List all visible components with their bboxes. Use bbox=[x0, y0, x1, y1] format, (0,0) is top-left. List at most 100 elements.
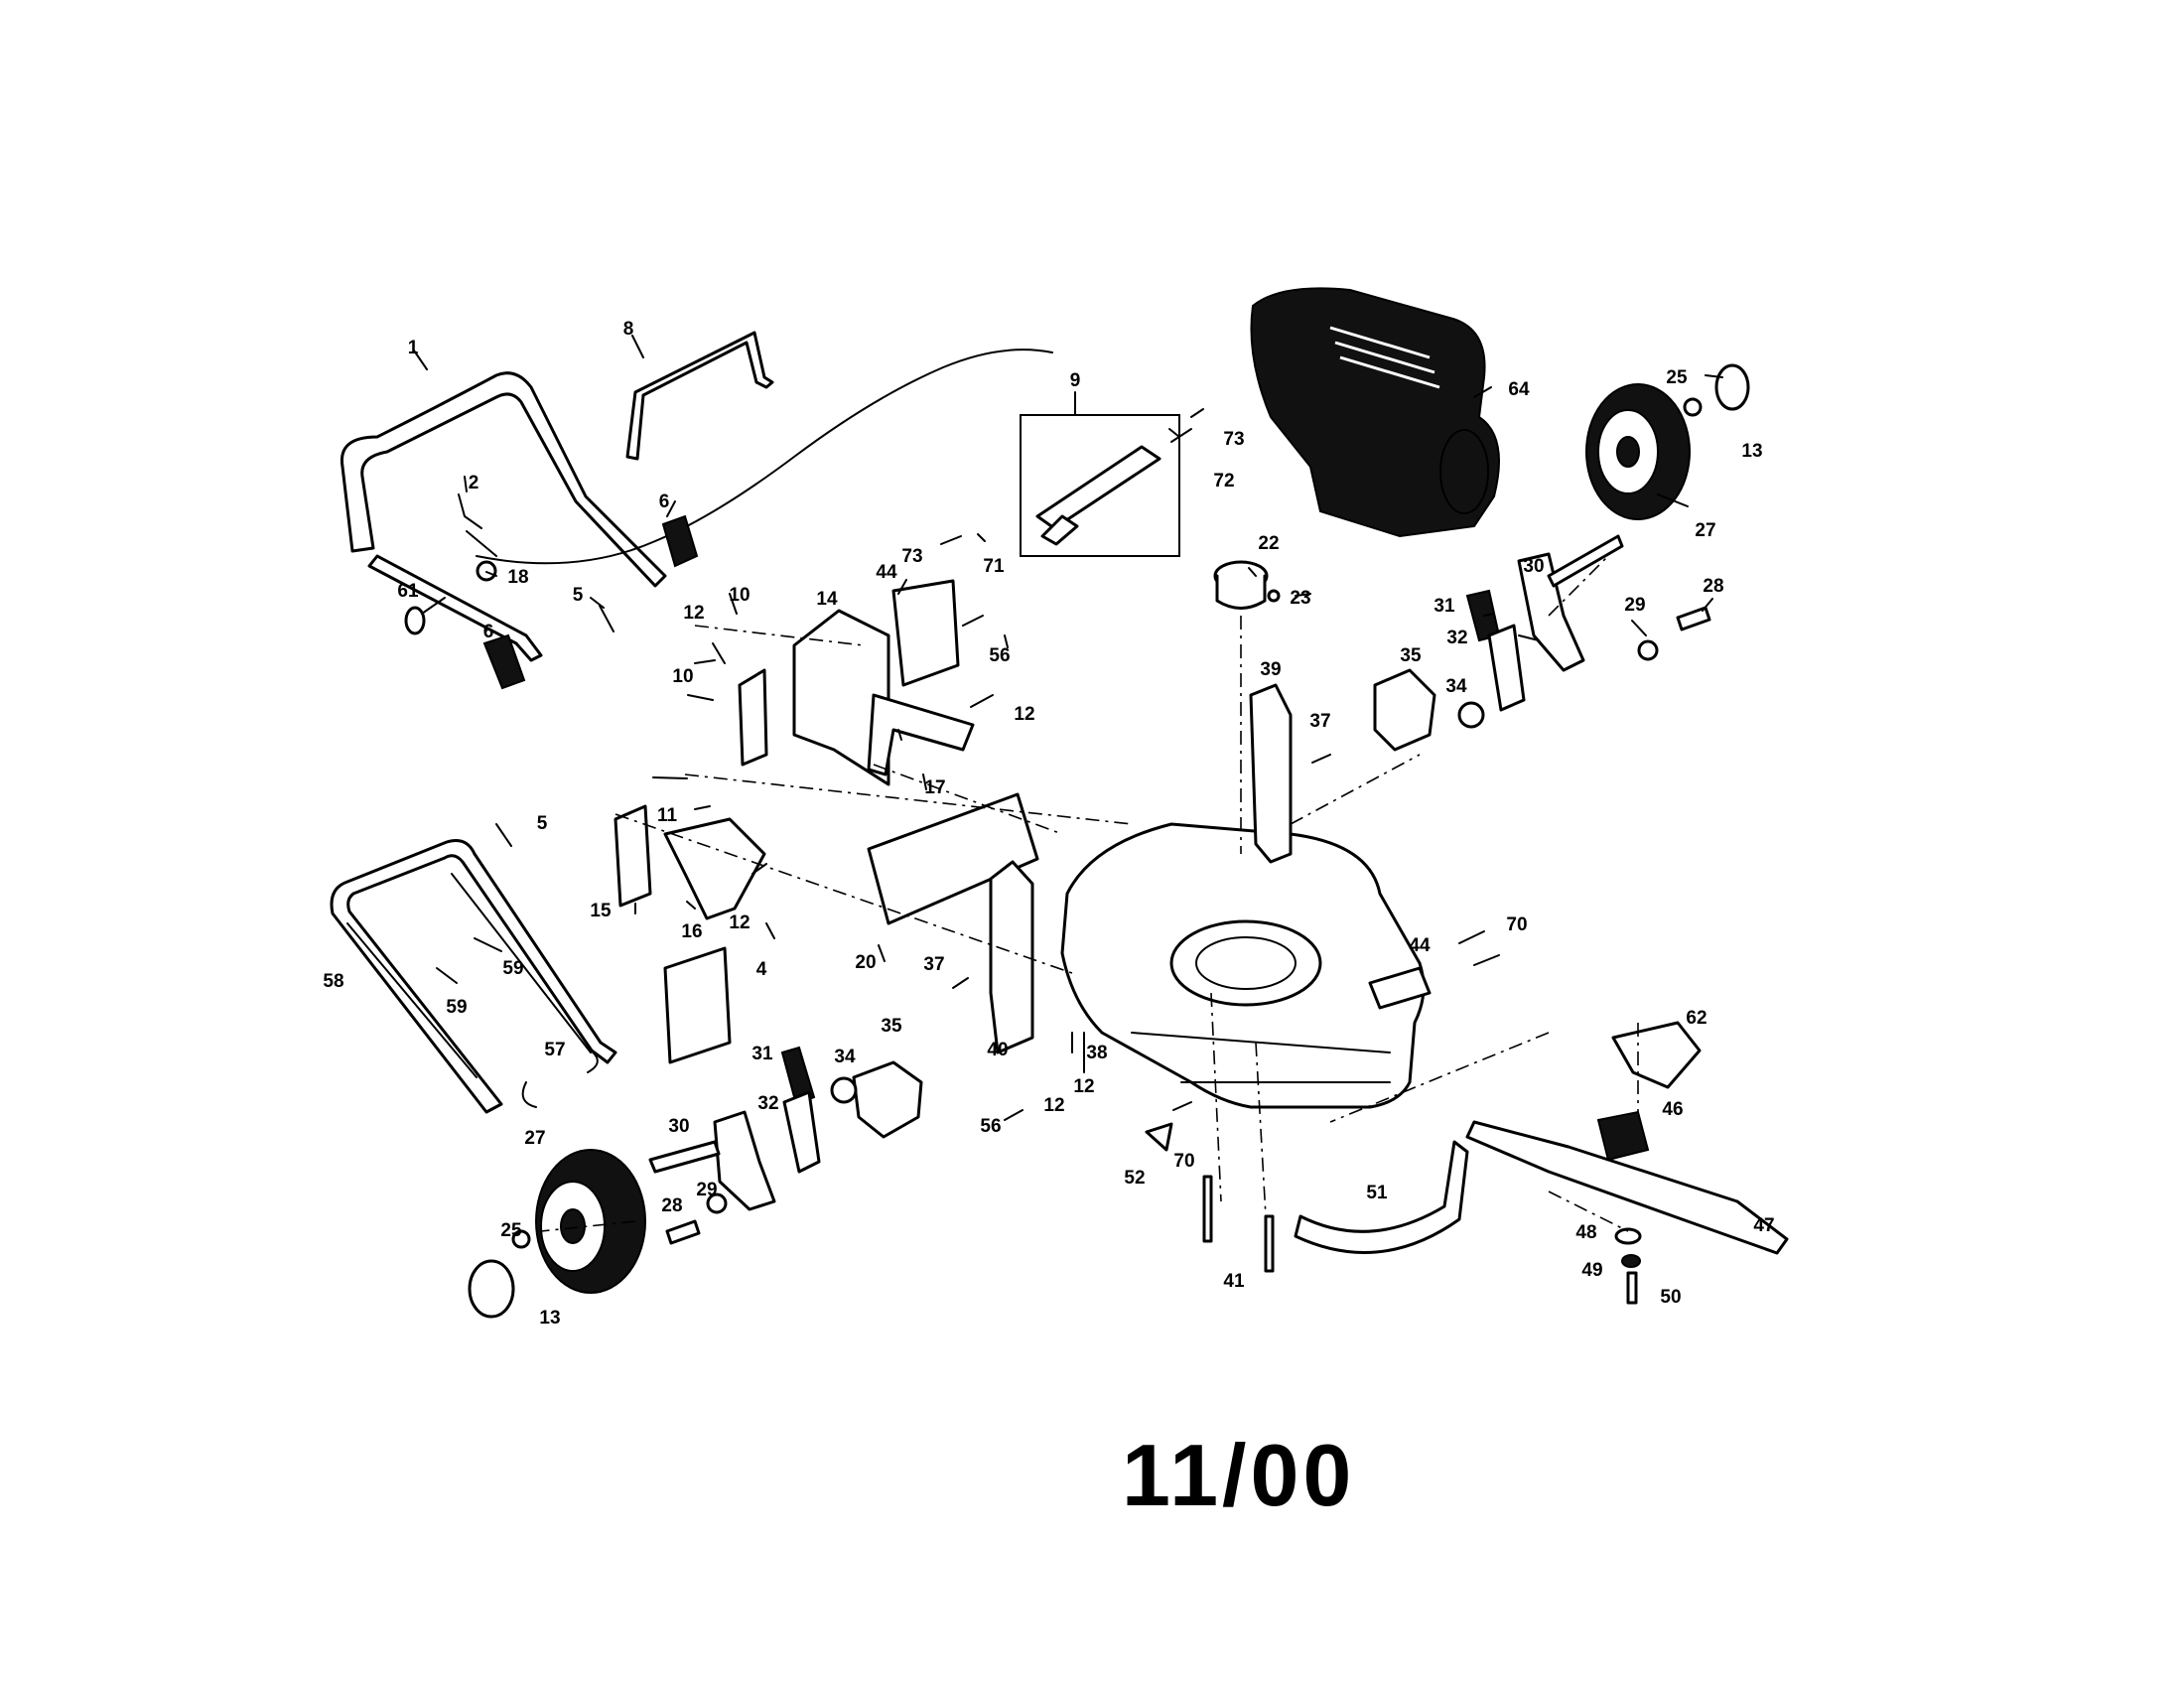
handle-knob-lower bbox=[482, 633, 526, 690]
bolt-23 bbox=[1267, 589, 1281, 603]
callout-47: 47 bbox=[1753, 1215, 1774, 1236]
callout-40: 40 bbox=[987, 1040, 1008, 1060]
callout-46: 46 bbox=[1662, 1099, 1683, 1120]
wheel-bracket-40 bbox=[989, 860, 1034, 1054]
screw-73-lower bbox=[940, 535, 962, 545]
axle-bracket-30-front bbox=[713, 1110, 776, 1211]
bolt-28-rear bbox=[1676, 606, 1711, 632]
bolt-28-front bbox=[665, 1219, 701, 1245]
washer-29-front bbox=[706, 1193, 728, 1214]
chute-4 bbox=[663, 946, 732, 1064]
bolt-37-a bbox=[952, 977, 969, 989]
callout-56-upper: 56 bbox=[989, 645, 1010, 666]
lower-handle bbox=[330, 839, 617, 1114]
callout-25-front: 25 bbox=[500, 1220, 522, 1241]
leader-lines bbox=[413, 335, 1723, 962]
callout-52: 52 bbox=[1124, 1168, 1145, 1189]
callout-12-a: 12 bbox=[683, 603, 704, 624]
eye-bolt bbox=[404, 597, 446, 635]
callout-30-front: 30 bbox=[668, 1116, 689, 1137]
callout-64: 64 bbox=[1508, 379, 1530, 400]
mower-deck bbox=[1060, 822, 1432, 1109]
bolt-56-b bbox=[962, 615, 984, 627]
gasket-52 bbox=[1145, 1122, 1173, 1152]
bolt-37-b bbox=[1311, 754, 1331, 764]
starter-rope-guide-box bbox=[1020, 414, 1192, 557]
adjuster-gear-35-rear bbox=[1373, 668, 1436, 752]
callout-15: 15 bbox=[590, 901, 612, 921]
callout-35-front: 35 bbox=[881, 1016, 902, 1037]
callout-10-upper: 10 bbox=[729, 585, 750, 606]
handle-bracket-15 bbox=[614, 804, 652, 908]
callout-16: 16 bbox=[681, 921, 702, 942]
callout-14: 14 bbox=[816, 589, 838, 610]
callout-70-lower: 70 bbox=[1173, 1151, 1194, 1172]
washer-29-rear bbox=[1637, 639, 1659, 661]
washer-25-rear bbox=[1683, 397, 1703, 417]
washer-25-front bbox=[511, 1229, 531, 1249]
callout-13-rear: 13 bbox=[1741, 441, 1762, 462]
callout-51: 51 bbox=[1366, 1183, 1388, 1203]
callout-12-c: 12 bbox=[729, 912, 750, 933]
upper-handle bbox=[340, 371, 667, 662]
rear-skirt-51 bbox=[1294, 1140, 1469, 1254]
axle-shaft-front bbox=[648, 1140, 721, 1174]
callout-49: 49 bbox=[1581, 1260, 1602, 1281]
callout-62: 62 bbox=[1686, 1008, 1706, 1029]
bolt-12-a bbox=[712, 642, 726, 664]
washer-48 bbox=[1614, 1227, 1642, 1245]
callout-44-upper: 44 bbox=[876, 562, 897, 583]
callout-39: 39 bbox=[1260, 659, 1281, 680]
callout-5-lower: 5 bbox=[537, 813, 548, 834]
adjuster-gear-35-front bbox=[852, 1060, 923, 1139]
axle-shaft-rear bbox=[1547, 534, 1624, 588]
callout-27-rear: 27 bbox=[1695, 520, 1715, 541]
bolt-56-a bbox=[1004, 1109, 1024, 1121]
cable-tie bbox=[476, 560, 497, 582]
deflector-17 bbox=[867, 693, 975, 776]
callout-61: 61 bbox=[397, 581, 419, 602]
throttle-cable bbox=[476, 349, 1053, 565]
callout-59-right: 59 bbox=[502, 958, 523, 979]
callout-48: 48 bbox=[1575, 1222, 1596, 1243]
callout-23: 23 bbox=[1290, 588, 1310, 609]
adjuster-plate-32-rear bbox=[1487, 624, 1526, 712]
bolt-70-b bbox=[1458, 930, 1485, 944]
callout-56-lower: 56 bbox=[980, 1116, 1001, 1137]
callout-71: 71 bbox=[983, 556, 1005, 577]
callout-72: 72 bbox=[1213, 471, 1234, 491]
callout-17: 17 bbox=[924, 777, 945, 798]
callout-2: 2 bbox=[469, 473, 479, 493]
callout-28-front: 28 bbox=[661, 1195, 682, 1216]
washer-49 bbox=[1621, 1254, 1641, 1268]
callout-9: 9 bbox=[1070, 370, 1081, 391]
spring-71 bbox=[977, 533, 986, 542]
callout-58: 58 bbox=[323, 971, 343, 992]
adjuster-lever-front bbox=[780, 1046, 816, 1106]
callout-30-rear: 30 bbox=[1523, 556, 1544, 577]
handle-bracket-14 bbox=[792, 609, 890, 786]
callout-29-rear: 29 bbox=[1624, 595, 1645, 616]
bushing-34-front bbox=[830, 1076, 858, 1104]
screw-73-upper bbox=[1190, 408, 1204, 418]
callout-29-front: 29 bbox=[696, 1180, 717, 1200]
air-deflector-62 bbox=[1611, 1021, 1702, 1089]
plate-44-upper bbox=[891, 579, 960, 687]
callout-32-front: 32 bbox=[757, 1093, 778, 1114]
wheel-rear bbox=[1585, 383, 1691, 520]
rear-baffle-20 bbox=[867, 792, 1039, 925]
callout-70-upper: 70 bbox=[1506, 914, 1527, 935]
callout-11: 11 bbox=[657, 805, 678, 826]
hub-cap-front bbox=[468, 1259, 515, 1319]
callout-35-rear: 35 bbox=[1400, 645, 1422, 666]
callout-50: 50 bbox=[1660, 1287, 1681, 1308]
callout-31-front: 31 bbox=[751, 1044, 773, 1064]
revision-date: 11/00 bbox=[1122, 1426, 1356, 1524]
bolt-11 bbox=[694, 805, 711, 810]
pulley-hub bbox=[1215, 574, 1267, 610]
callout-28-rear: 28 bbox=[1703, 576, 1723, 597]
bolt-41-b bbox=[1264, 1214, 1275, 1273]
callout-44-deck: 44 bbox=[1409, 935, 1431, 956]
callout-57: 57 bbox=[544, 1040, 565, 1060]
